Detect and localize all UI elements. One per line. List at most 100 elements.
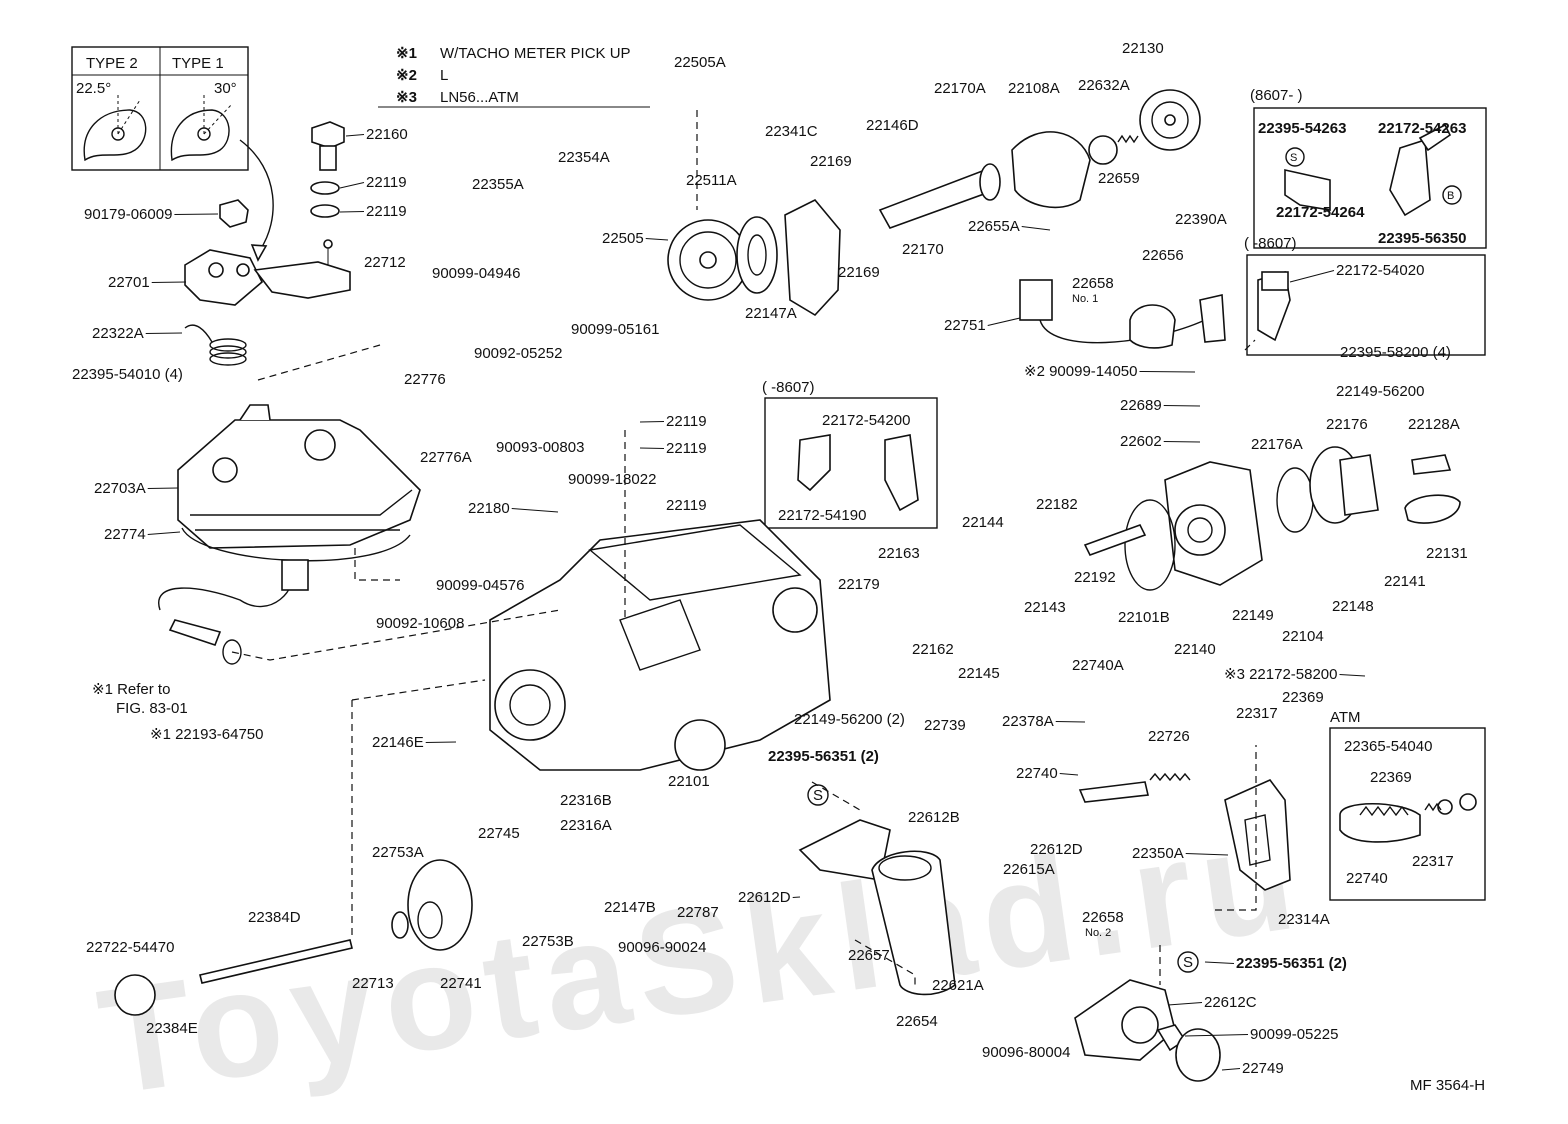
part-label-22322A: 22322A [92, 325, 144, 342]
part-label-22365-54040: 22365-54040 [1344, 738, 1432, 755]
part-label-22369a: 22369 [1282, 689, 1324, 706]
part-label-22119a: 22119 [366, 174, 407, 191]
part-label-22657: 22657 [848, 947, 890, 964]
part-label-22658b: 22658 [1082, 909, 1124, 926]
part-label-90096-90024: 90096-90024 [618, 939, 706, 956]
part-label-22739: 22739 [924, 717, 966, 734]
inset-8607-center: ( -8607) [762, 379, 938, 529]
leader-22160 [345, 134, 365, 137]
leader-22119b [339, 211, 365, 213]
legend-text-3: LN56...ATM [440, 89, 519, 106]
part-label-22722-54470: 22722-54470 [86, 939, 174, 956]
leader-22655A [1021, 226, 1051, 231]
part-label-22632A: 22632A [1078, 77, 1130, 94]
part-label-22169b: 22169 [838, 264, 880, 281]
inset-top-title: (8607- ) [1250, 87, 1303, 104]
part-label-22621A: 22621A [932, 977, 984, 994]
part-label-22128A: 22128A [1408, 416, 1460, 433]
spring-22322A [184, 324, 247, 366]
type1-angle: 30° [214, 80, 237, 97]
part-label-22787: 22787 [677, 904, 719, 921]
part-label-90099-04946: 90099-04946 [432, 265, 520, 282]
leader-22395-56351b [1204, 961, 1235, 964]
legend-text-1: W/TACHO METER PICK UP [440, 45, 631, 62]
leader-22703A [147, 487, 179, 489]
part-label-22612D: 22612D [738, 889, 791, 906]
part-label-90092-05252: 90092-05252 [474, 345, 562, 362]
legend-mark-3: ※3 [396, 89, 417, 106]
part-label-90099-05161: 90099-05161 [571, 321, 659, 338]
part-label-22740A: 22740A [1072, 657, 1124, 674]
part-label-22314A: 22314A [1278, 911, 1330, 928]
part-label-22774: 22774 [104, 526, 146, 543]
governor-gear-22741 [114, 859, 473, 1016]
part-label-22143: 22143 [1024, 599, 1066, 616]
part-label-22395-56351b: 22395-56351 (2) [1236, 955, 1347, 972]
leader-22751 [987, 317, 1021, 326]
solenoid-22176 [1276, 446, 1461, 533]
leader-90099-05225 [1184, 1034, 1249, 1037]
part-label-22148: 22148 [1332, 598, 1374, 615]
part-label-22776A: 22776A [420, 449, 472, 466]
legend-mark-2: ※2 [396, 67, 417, 84]
leader-22774 [147, 531, 181, 535]
part-label-22395-56351a: 22395-56351 (2) [768, 748, 879, 765]
pump-housing-22101 [489, 519, 831, 771]
part-label-22615A: 22615A [1003, 861, 1055, 878]
part-label-22602: 22602 [1120, 433, 1162, 450]
leader-22119a [339, 182, 365, 189]
part-label-22193-64750: ※1 22193-64750 [150, 726, 264, 743]
lever-22701 [184, 239, 351, 306]
part-label-90099-14050: ※2 90099-14050 [1024, 363, 1138, 380]
part-label-22147A: 22147A [745, 305, 797, 322]
leader-22146E [425, 741, 457, 743]
part-label-22390A: 22390A [1175, 211, 1227, 228]
part-label-22119b: 22119 [366, 203, 407, 220]
part-label-22180: 22180 [468, 500, 510, 517]
timer-cover-22612C [1074, 979, 1221, 1082]
part-label-22384E: 22384E [146, 1020, 198, 1037]
part-label-22104: 22104 [1282, 628, 1324, 645]
part-label-22141: 22141 [1384, 573, 1426, 590]
drive-pulley [667, 199, 841, 317]
part-label-22726: 22726 [1148, 728, 1190, 745]
part-label-22751: 22751 [944, 317, 986, 334]
sensor-22751 [1019, 279, 1226, 349]
part-label-22172-58200: ※3 22172-58200 [1224, 666, 1338, 683]
part-label-22140: 22140 [1174, 641, 1216, 658]
part-label-22192: 22192 [1074, 569, 1116, 586]
part-label-22753B: 22753B [522, 933, 574, 950]
leader-22612C [1167, 1002, 1203, 1006]
tacho-sensor [158, 559, 309, 665]
ref-code: MF 3564-H [1410, 1077, 1485, 1094]
part-label-22119c: 22119 [666, 413, 707, 430]
legend-text-2: L [440, 67, 448, 84]
part-label-22172-54264: 22172-54264 [1276, 204, 1365, 221]
part-label-22160: 22160 [366, 126, 408, 143]
leader-22180 [511, 508, 559, 513]
leader-22350A [1185, 853, 1229, 856]
part-label-22145: 22145 [958, 665, 1000, 682]
no1-label: No. 1 [1072, 293, 1098, 305]
part-label-22341C: 22341C [765, 123, 818, 140]
part-label-22713: 22713 [352, 975, 394, 992]
part-label-22505: 22505 [602, 230, 644, 247]
leader-22119c [639, 421, 665, 423]
part-label-22176A: 22176A [1251, 436, 1303, 453]
part-label-22162: 22162 [912, 641, 954, 658]
inset-mid-title: ( -8607) [1244, 235, 1297, 252]
s-mark-1: S [813, 787, 823, 804]
part-label-22776: 22776 [404, 371, 446, 388]
inset-center-title: ( -8607) [762, 379, 815, 396]
part-label-22505A: 22505A [674, 54, 726, 71]
part-label-22689: 22689 [1120, 397, 1162, 414]
part-label-22612B: 22612B [908, 809, 960, 826]
part-label-22147B: 22147B [604, 899, 656, 916]
part-label-22656: 22656 [1142, 247, 1184, 264]
part-label-22176: 22176 [1326, 416, 1368, 433]
legend-mark-1: ※1 [396, 45, 417, 62]
part-label-22395-56350: 22395-56350 [1378, 230, 1466, 247]
part-label-22317a: 22317 [1236, 705, 1278, 722]
